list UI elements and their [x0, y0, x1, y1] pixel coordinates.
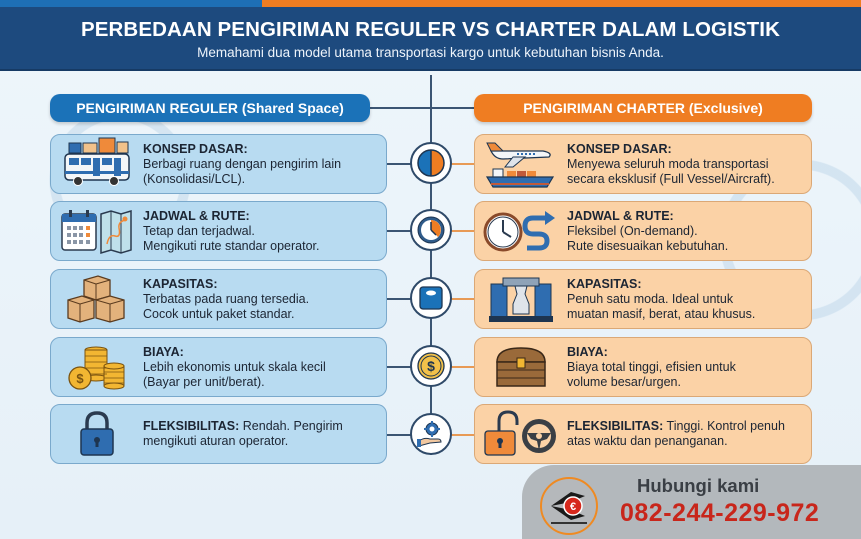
card-line2: atas waktu dan penanganan.: [567, 434, 728, 448]
card-line1-wrap: FLEKSIBILITAS: Rendah. Pengirim: [143, 419, 343, 434]
connector-left-1: [387, 163, 411, 165]
charter-card-fleksibilitas: FLEKSIBILITAS: Tinggi. Kontrol penuh ata…: [474, 404, 812, 464]
top-accent-blue: [0, 0, 262, 7]
card-title: JADWAL & RUTE:: [567, 208, 674, 223]
card-line1: Biaya total tinggi, efisien untuk: [567, 359, 736, 374]
connector-right-2: [451, 230, 475, 232]
card-line2: secara eksklusif (Full Vessel/Aircraft).: [567, 171, 775, 186]
card-title: KAPASITAS:: [143, 276, 218, 291]
connector-right-1: [451, 163, 475, 165]
top-accent-bar: [0, 0, 861, 7]
regular-column-heading: PENGIRIMAN REGULER (Shared Space): [50, 94, 370, 122]
card-line1: Penuh satu moda. Ideal untuk: [567, 291, 734, 306]
coin-stacks-icon: $: [51, 338, 143, 396]
center-spine-line: [430, 75, 432, 455]
unlocked-padlock-steering-wheel-icon: [475, 405, 567, 463]
header-banner: PERBEDAAN PENGIRIMAN REGULER VS CHARTER …: [0, 7, 861, 71]
treasure-chest-icon: [475, 338, 567, 396]
weight-scale-icon: [410, 277, 452, 319]
connector-left-3: [387, 298, 411, 300]
card-title: KONSEP DASAR:: [143, 141, 248, 156]
card-line1: Lebih ekonomis untuk skala kecil: [143, 359, 326, 374]
card-line1: Rendah. Pengirim: [239, 419, 343, 433]
connector-left-heading: [370, 107, 431, 109]
card-line2: (Bayar per unit/berat).: [143, 374, 265, 389]
locked-padlock-icon: [51, 405, 143, 463]
regular-card-biaya: $ BIAYA: Lebih ekonomis untuk skala keci…: [50, 337, 387, 397]
connector-right-heading: [431, 107, 474, 109]
card-title: BIAYA:: [143, 344, 184, 359]
card-line2: mengikuti aturan operator.: [143, 434, 289, 448]
card-title: FLEKSIBILITAS:: [143, 419, 240, 433]
card-title: KONSEP DASAR:: [567, 141, 672, 156]
regular-card-fleksibilitas: FLEKSIBILITAS: Rendah. Pengirim mengikut…: [50, 404, 387, 464]
connector-right-3: [451, 298, 475, 300]
card-line1: Fleksibel (On-demand).: [567, 223, 698, 238]
card-title: BIAYA:: [567, 344, 608, 359]
card-line1: Menyewa seluruh moda transportasi: [567, 156, 769, 171]
card-title: JADWAL & RUTE:: [143, 208, 250, 223]
card-line2: (Konsolidasi/LCL).: [143, 171, 246, 186]
charter-column-heading: PENGIRIMAN CHARTER (Exclusive): [474, 94, 812, 122]
card-line2: volume besar/urgen.: [567, 374, 681, 389]
charter-card-kapasitas: KAPASITAS: Penuh satu moda. Ideal untuk …: [474, 269, 812, 329]
page-title: PERBEDAAN PENGIRIMAN REGULER VS CHARTER …: [80, 18, 780, 41]
card-line1: Tinggi. Kontrol penuh: [663, 419, 785, 433]
bus-with-boxes-icon: [51, 135, 143, 193]
svg-text:€: €: [570, 501, 576, 513]
stacked-boxes-icon: [51, 270, 143, 328]
dollar-coin-icon: $: [410, 345, 452, 387]
charter-card-biaya: BIAYA: Biaya total tinggi, efisien untuk…: [474, 337, 812, 397]
svg-text:$: $: [427, 358, 435, 374]
svg-text:$: $: [76, 371, 84, 386]
calendar-map-icon: [51, 202, 143, 260]
card-title: KAPASITAS:: [567, 276, 642, 291]
contact-phone-link[interactable]: 082-244-229-972: [620, 499, 820, 527]
charter-card-konsep: KONSEP DASAR: Menyewa seluruh moda trans…: [474, 134, 812, 194]
connector-left-2: [387, 230, 411, 232]
card-line2: muatan masif, berat, atau khusus.: [567, 306, 756, 321]
charter-card-jadwal: JADWAL & RUTE: Fleksibel (On-demand). Ru…: [474, 201, 812, 261]
card-line2: Mengikuti rute standar operator.: [143, 238, 320, 253]
clock-route-icon: [475, 202, 567, 260]
connector-right-5: [451, 434, 475, 436]
regular-card-kapasitas: KAPASITAS: Terbatas pada ruang tersedia.…: [50, 269, 387, 329]
half-circle-icon: [410, 142, 452, 184]
connector-left-4: [387, 366, 411, 368]
regular-card-jadwal: JADWAL & RUTE: Tetap dan terjadwal. Meng…: [50, 201, 387, 261]
company-logo-icon: €: [540, 477, 598, 535]
contact-panel: € Hubungi kami 082-244-229-972: [522, 465, 861, 539]
regular-card-konsep: KONSEP DASAR: Berbagi ruang dengan pengi…: [50, 134, 387, 194]
contact-label: Hubungi kami: [637, 475, 760, 496]
connector-left-5: [387, 434, 411, 436]
heavy-machinery-icon: [475, 270, 567, 328]
card-line2: Cocok untuk paket standar.: [143, 306, 295, 321]
card-line1: Tetap dan terjadwal.: [143, 223, 255, 238]
top-accent-orange: [262, 0, 861, 7]
connector-right-4: [451, 366, 475, 368]
clock-icon: [410, 209, 452, 251]
card-line1-wrap: FLEKSIBILITAS: Tinggi. Kontrol penuh: [567, 419, 785, 434]
page-subtitle: Memahami dua model utama transportasi ka…: [197, 45, 664, 60]
plane-and-ship-icon: [475, 135, 567, 193]
card-line2: Rute disesuaikan kebutuhan.: [567, 238, 729, 253]
card-line1: Berbagi ruang dengan pengirim lain: [143, 156, 342, 171]
card-title: FLEKSIBILITAS:: [567, 419, 664, 433]
gear-hand-icon: [410, 413, 452, 455]
card-line1: Terbatas pada ruang tersedia.: [143, 291, 310, 306]
